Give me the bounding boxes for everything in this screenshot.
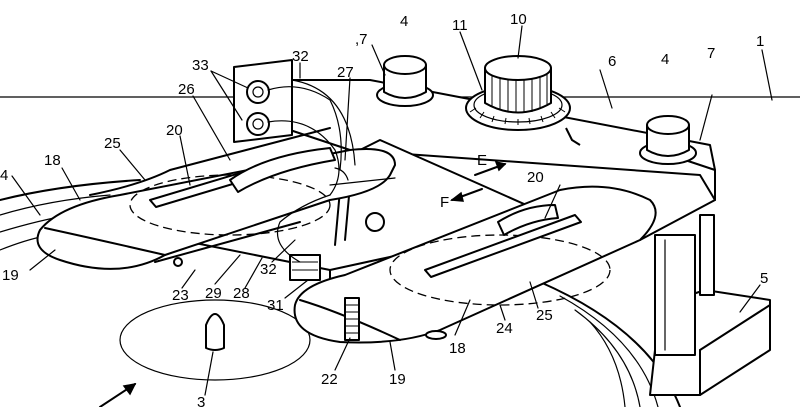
rail-23	[154, 221, 301, 263]
probe-rod	[329, 177, 396, 186]
leader-7-right	[699, 94, 713, 141]
float-right	[293, 185, 657, 344]
leader-7-left	[371, 44, 386, 76]
float-left	[36, 127, 396, 270]
ref-10: 10	[510, 11, 527, 28]
reference-labels: 1 3 4 4 4 5 6 ,7 7 10 11 18 18 19 19 20 …	[0, 11, 768, 407]
direction-arrows	[450, 160, 507, 202]
support-columns	[654, 214, 715, 356]
knob-center	[376, 55, 434, 107]
ref-28: 28	[233, 285, 250, 302]
ref-18-right: 18	[449, 340, 466, 357]
ref-E: E	[477, 152, 487, 169]
ref-4-left: 4	[0, 167, 8, 184]
ref-7-right: 7	[707, 45, 715, 62]
tuning-dial	[465, 55, 581, 146]
ref-7-left: ,7	[355, 31, 368, 48]
ref-20-right: 20	[527, 169, 544, 186]
ref-26: 26	[178, 81, 195, 98]
view-arrow	[99, 382, 137, 407]
ref-5: 5	[760, 270, 768, 287]
spindle-disc	[119, 299, 311, 396]
ref-4-center: 4	[400, 13, 408, 30]
clip-27	[334, 167, 349, 181]
ref-20-left: 20	[166, 122, 183, 139]
ref-24: 24	[496, 320, 513, 337]
ref-32-bottom: 32	[260, 261, 277, 278]
ref-11: 11	[452, 17, 468, 34]
leader-lines	[11, 25, 773, 371]
ref-25-left: 25	[104, 135, 121, 152]
ref-F: F	[440, 194, 449, 211]
ref-33: 33	[192, 57, 209, 74]
jack-panel	[233, 59, 356, 196]
ref-4-right: 4	[661, 51, 669, 68]
rail-pin	[173, 257, 183, 267]
ref-25-right: 25	[536, 307, 553, 324]
ref-27: 27	[337, 64, 354, 81]
ref-31: 31	[267, 297, 284, 314]
ref-29: 29	[205, 285, 222, 302]
ref-18-left: 18	[44, 152, 61, 169]
ref-3: 3	[197, 394, 205, 407]
ref-19-right: 19	[389, 371, 406, 388]
wire-32	[276, 194, 331, 263]
knob-right	[639, 115, 697, 165]
ref-22: 22	[321, 371, 338, 388]
ref-23: 23	[172, 287, 189, 304]
ref-32-top: 32	[292, 48, 309, 65]
ref-6: 6	[608, 53, 616, 70]
ref-19-left: 19	[2, 267, 19, 284]
ref-1: 1	[756, 33, 764, 50]
